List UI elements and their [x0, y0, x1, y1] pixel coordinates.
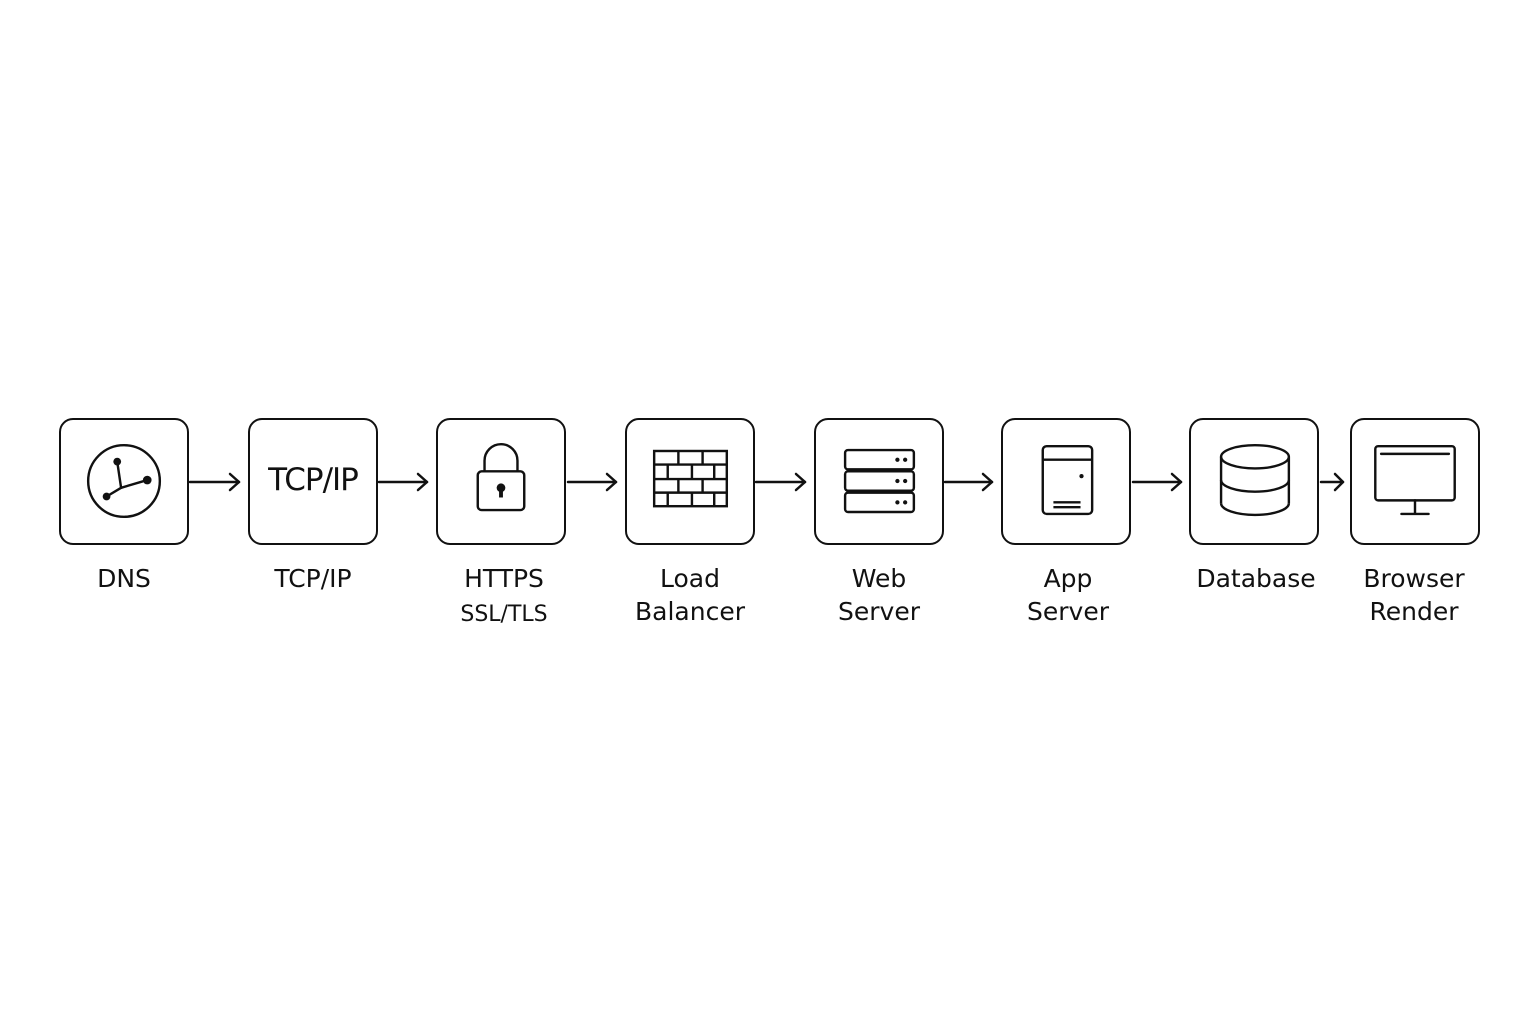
label-browser-render-line-1: Browser [1363, 564, 1465, 593]
server-tower-icon [1041, 444, 1094, 516]
arrow-load-balancer-to-web-server [754, 472, 807, 492]
label-https-sublabel: SSL/TLS [460, 602, 548, 627]
label-dns-line-1: DNS [97, 564, 151, 593]
label-database-line-1: Database [1196, 564, 1316, 593]
node-app-server [1001, 418, 1131, 545]
label-app-server-line-2: Server [1027, 597, 1109, 626]
node-database [1189, 418, 1319, 545]
label-load-balancer-line-2: Balancer [635, 597, 745, 626]
label-app-server-line-1: App [1043, 564, 1093, 593]
node-load-balancer [625, 418, 755, 545]
label-app-server: App Server [973, 562, 1163, 628]
globe-network-icon [86, 443, 162, 519]
arrow-https-to-load-balancer [566, 472, 618, 492]
label-browser-render-line-2: Render [1369, 597, 1459, 626]
database-cylinder-icon [1219, 443, 1291, 517]
node-dns [59, 418, 189, 545]
label-tcpip-line-1: TCP/IP [274, 564, 352, 593]
arrow-app-server-to-database [1131, 472, 1183, 492]
node-browser-render [1350, 418, 1480, 545]
label-browser-render: Browser Render [1319, 562, 1509, 628]
label-web-server: Web Server [784, 562, 974, 628]
arrow-tcpip-to-https [377, 472, 429, 492]
label-dns: DNS [29, 562, 219, 595]
label-load-balancer-line-1: Load [660, 564, 720, 593]
label-web-server-line-2: Server [838, 597, 920, 626]
label-load-balancer: Load Balancer [595, 562, 785, 628]
brick-wall-icon [652, 449, 729, 508]
monitor-icon [1374, 444, 1456, 516]
lock-icon [476, 443, 526, 512]
arrow-database-to-browser-render [1319, 472, 1345, 492]
label-https: HTTPS SSL/TLS [409, 562, 599, 634]
arrow-dns-to-tcpip [188, 472, 241, 492]
label-web-server-line-1: Web [851, 564, 907, 593]
arrow-web-server-to-app-server [943, 472, 994, 492]
node-tcpip: TCP/IP [248, 418, 378, 545]
label-tcpip: TCP/IP [218, 562, 408, 595]
node-web-server [814, 418, 944, 545]
server-stack-icon [843, 448, 916, 514]
label-https-line-1: HTTPS [464, 564, 544, 593]
tcpip-icon-text: TCP/IP [268, 462, 359, 498]
label-database: Database [1161, 562, 1351, 595]
node-https [436, 418, 566, 545]
